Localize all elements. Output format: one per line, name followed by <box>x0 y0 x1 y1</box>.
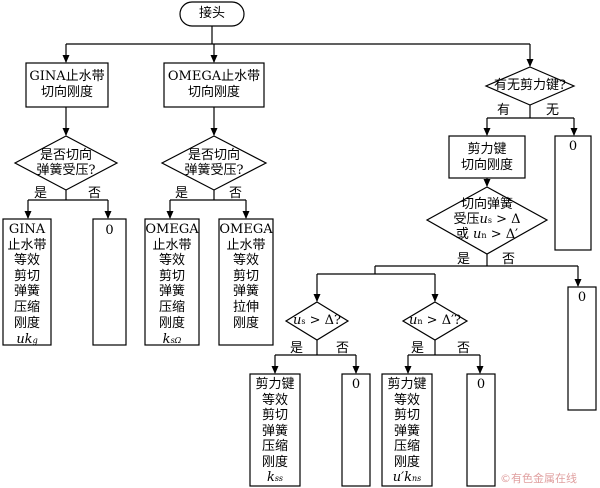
omega-no-label: 否 <box>229 186 243 201</box>
shear-key-noncomp-zero-box <box>567 286 597 411</box>
us-zero-box <box>341 373 371 487</box>
un-yes-label: 是 <box>411 341 425 356</box>
us-yes-label: 是 <box>290 341 304 356</box>
un-decision-label: un > Δ′? <box>409 313 461 328</box>
gina-stiffness-label: GINA止水带 切向刚度 <box>29 69 105 100</box>
shear-key-stiffness-label: 剪力键 切向刚度 <box>460 142 513 173</box>
un-symbol: u′kns <box>392 470 422 485</box>
start-label: 接头 <box>198 6 225 21</box>
gina-result-box <box>2 218 52 346</box>
gina-no-label: 否 <box>88 186 102 201</box>
shear-key-noncomp-zero-label: 0 <box>577 290 587 305</box>
compression-no-label: 否 <box>502 252 516 267</box>
us-no-label: 否 <box>336 341 350 356</box>
omega-compression-box <box>144 218 200 346</box>
un-result-label: 剪力键 等效 剪切 弹簧 压缩 刚度 <box>387 377 427 470</box>
un-no-label: 否 <box>457 341 471 356</box>
omega-stiffness-label: OMEGA止水带 切向刚度 <box>167 69 261 100</box>
shear-key-none-zero-label: 0 <box>568 139 578 154</box>
us-zero-label: 0 <box>351 377 361 392</box>
un-zero-box <box>466 373 496 487</box>
omega-yes-label: 是 <box>175 186 189 201</box>
gina-result-label: GINA 止水带 等效 剪切 弹簧 压缩 刚度 <box>7 222 47 331</box>
omega-decision-label: 是否切向 弹簧受压? <box>184 148 244 178</box>
omega-compression-label: OMEGA 止水带 等效 剪切 弹簧 压缩 刚度 <box>145 222 199 331</box>
compression-decision-line3: 或 un > Δ′ <box>455 227 519 242</box>
gina-stiffness-box <box>25 62 109 108</box>
gina-zero-box <box>92 218 127 346</box>
shear-key-no-label: 无 <box>546 103 560 118</box>
compression-decision-line2: 受压us > Δ <box>453 212 521 227</box>
un-result-box <box>381 373 433 487</box>
compression-decision-line1: 切向弹簧 <box>460 197 513 212</box>
gina-symbol: ukg <box>16 332 38 347</box>
gina-yes-label: 是 <box>34 186 48 201</box>
watermark: ©有色金属在线 <box>500 472 577 485</box>
us-symbol: kss <box>266 470 284 485</box>
shear-key-none-zero-box <box>554 135 592 251</box>
gina-decision-label: 是否切向 弹簧受压? <box>36 148 96 178</box>
omega-tension-label: OMEGA 止水带 等效 剪切 弹簧 拉伸 刚度 <box>219 222 273 331</box>
us-result-box <box>249 373 301 487</box>
omega-compression-symbol: ksΩ <box>162 332 182 347</box>
shear-key-yes-label: 有 <box>497 103 511 118</box>
un-zero-label: 0 <box>476 377 486 392</box>
us-result-label: 剪力键 等效 剪切 弹簧 压缩 刚度 <box>255 377 295 470</box>
us-decision-label: us > Δ? <box>293 313 341 328</box>
compression-yes-label: 是 <box>457 252 471 267</box>
omega-tension-box <box>218 218 274 346</box>
shear-key-decision-label: 有无剪力键? <box>494 78 566 93</box>
gina-zero-label: 0 <box>105 223 114 238</box>
